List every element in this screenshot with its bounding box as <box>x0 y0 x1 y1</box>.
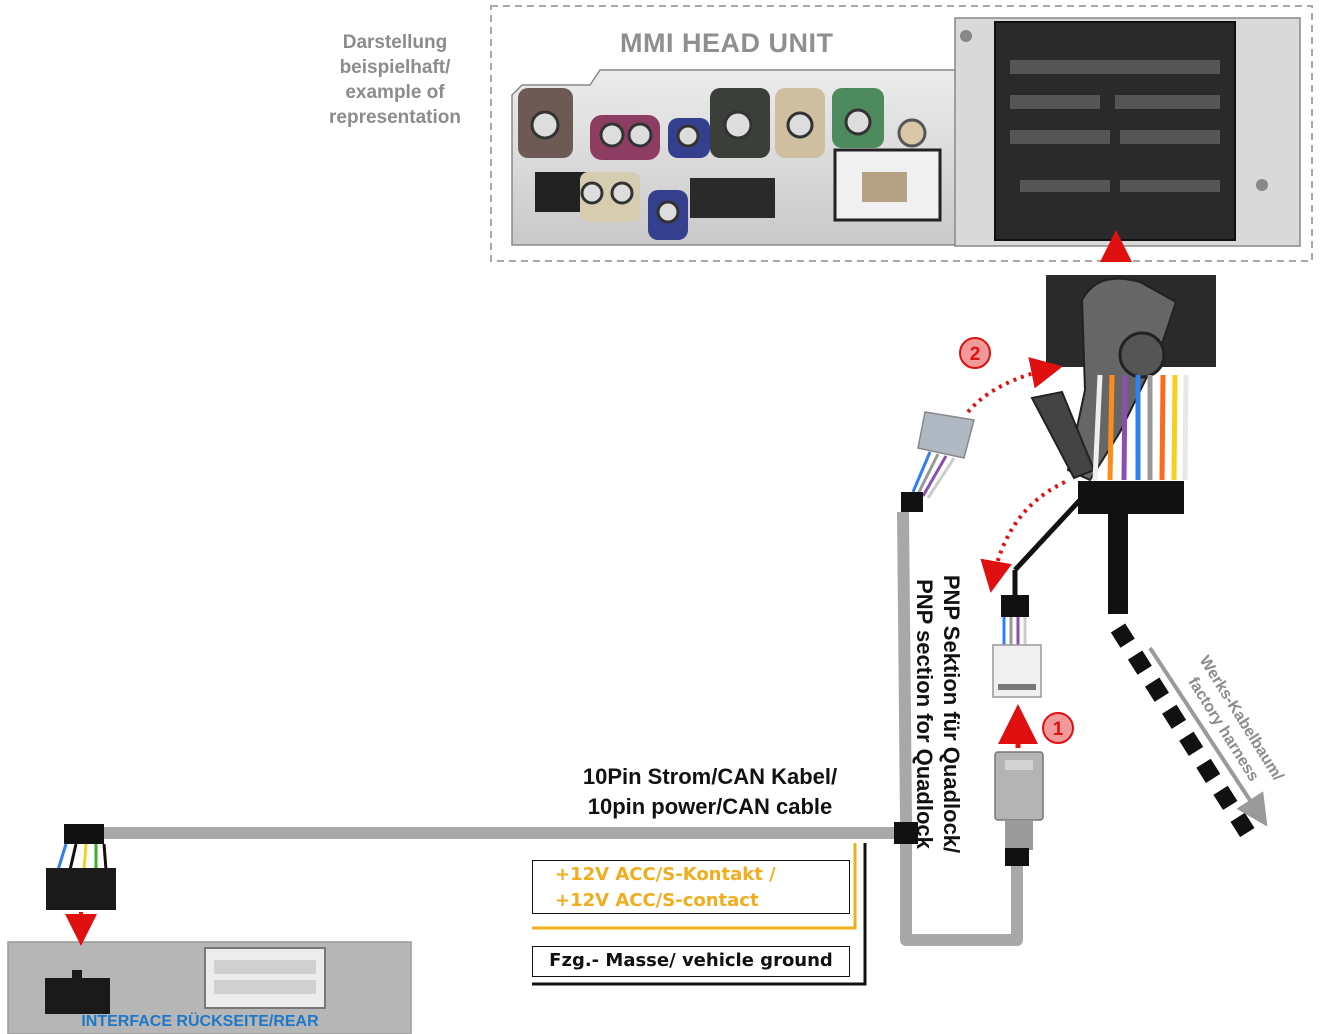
cable-label-line-1: 10Pin Strom/CAN Kabel/ <box>582 764 838 789</box>
factory-direction-arrow-icon <box>1148 646 1268 827</box>
acc-label-box: +12V ACC/S-Kontakt / +12V ACC/S-contact <box>532 860 850 914</box>
pnp-label-line-1: PNP Sektion für Quadlock/ <box>939 574 964 854</box>
note-line-1: Darstellung <box>342 32 448 53</box>
power-can-cable <box>80 511 1023 946</box>
pnp-loose-wires <box>911 451 956 499</box>
pnp-loose-connector <box>917 411 975 459</box>
factory-trunk <box>1108 514 1128 614</box>
pnp-connectors <box>901 411 1044 866</box>
note-line-4: representation <box>329 107 461 128</box>
fakra-connectors <box>518 88 942 240</box>
cable-junction <box>894 822 918 844</box>
ten-pin-plug <box>46 824 116 910</box>
quadlock-pins <box>1010 60 1220 192</box>
acc-ground-wires <box>532 843 867 986</box>
mount-hole-icon <box>960 30 972 42</box>
rear-socket-20pin <box>204 947 326 1009</box>
representation-note: Darstellung beispielhaft/ example of rep… <box>300 30 490 130</box>
note-line-3: example of <box>345 82 445 103</box>
cable-label: 10Pin Strom/CAN Kabel/ 10pin power/CAN c… <box>520 762 900 822</box>
step-two-number: 2 <box>970 344 981 365</box>
mmi-head-unit <box>490 5 1313 262</box>
mount-hole-icon <box>1256 179 1268 191</box>
cable-label-line-2: 10pin power/CAN cable <box>587 794 833 819</box>
acc-label-line-1: +12V ACC/S-Kontakt / <box>555 864 776 885</box>
step-one-badge: 1 <box>1042 712 1074 744</box>
ground-label-box: Fzg.- Masse/ vehicle ground <box>532 946 850 977</box>
factory-harness-dashed <box>1110 623 1260 845</box>
step-two-badge: 2 <box>959 337 991 369</box>
interface-rear-label: INTERFACE RÜCKSEITE/REAR <box>81 1013 319 1030</box>
wire-clamp <box>1078 481 1184 514</box>
quadlock-wires <box>1092 374 1189 481</box>
disconnect-arrow-icon <box>980 480 1066 593</box>
mmi-dashed-frame <box>490 5 1313 262</box>
quadlock-plug <box>1012 275 1268 845</box>
step-one-number: 1 <box>1053 719 1064 740</box>
note-line-2: beispielhaft/ <box>339 57 451 78</box>
mmi-head-unit-title: MMI HEAD UNIT <box>620 28 834 58</box>
pnp-label-line-2: PNP section for Quadlock <box>912 579 937 849</box>
acc-label-line-2: +12V ACC/S-contact <box>555 890 759 911</box>
interface-box <box>7 941 412 1034</box>
step-two-arrow-icon <box>966 357 1063 414</box>
pnp-section-label: PNP Sektion für Quadlock/ PNP section fo… <box>911 514 965 914</box>
